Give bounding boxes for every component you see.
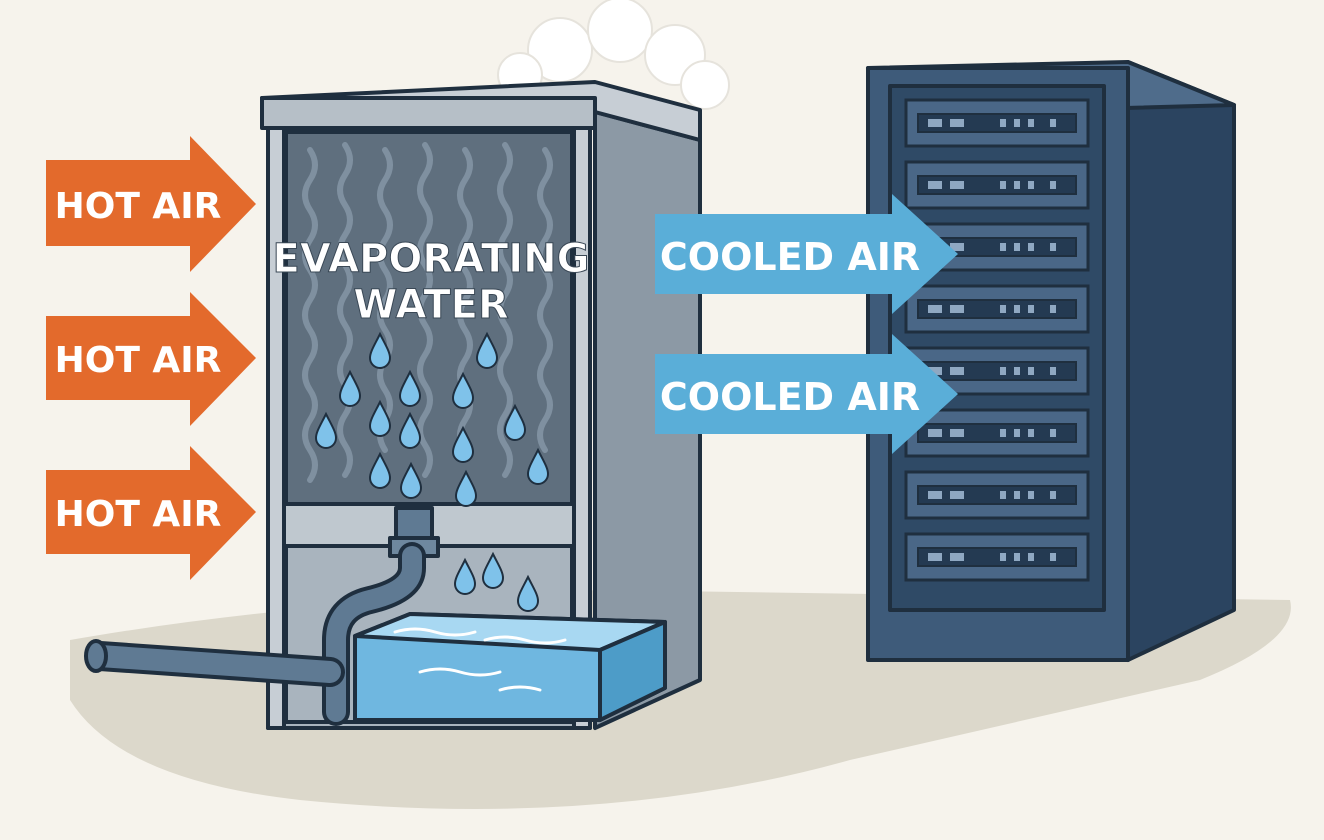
cooled-air-arrow-1: COOLED AIR: [655, 194, 958, 314]
water-basin: [353, 612, 667, 722]
server-unit: [904, 346, 1090, 396]
evaporating-water-label-line1: EVAPORATING: [273, 236, 590, 282]
server-unit: [904, 98, 1090, 148]
server-unit: [904, 470, 1090, 520]
cooled-air-arrow-2: COOLED AIR: [655, 334, 958, 454]
server-unit: [904, 532, 1090, 582]
hot-air-arrow-1: HOT AIR: [46, 136, 256, 272]
hot-air-label-2: HOT AIR: [55, 340, 222, 381]
vapor-lines: [302, 142, 553, 483]
server-unit: [904, 284, 1090, 334]
server-unit: [904, 160, 1090, 210]
hot-air-arrow-2: HOT AIR: [46, 292, 256, 426]
cooled-air-label-2: COOLED AIR: [660, 375, 920, 419]
hot-air-arrow-3: HOT AIR: [46, 446, 256, 580]
hot-air-label-1: HOT AIR: [55, 186, 222, 227]
evaporating-water-label-line2: WATER: [353, 282, 509, 328]
water-pipe-icon: [84, 506, 440, 726]
server-rack-units: [904, 98, 1090, 582]
server-unit: [904, 408, 1090, 458]
steam-cloud-icon: [497, 0, 730, 110]
cooled-air-label-1: COOLED AIR: [660, 235, 920, 279]
hot-air-label-3: HOT AIR: [55, 494, 222, 535]
